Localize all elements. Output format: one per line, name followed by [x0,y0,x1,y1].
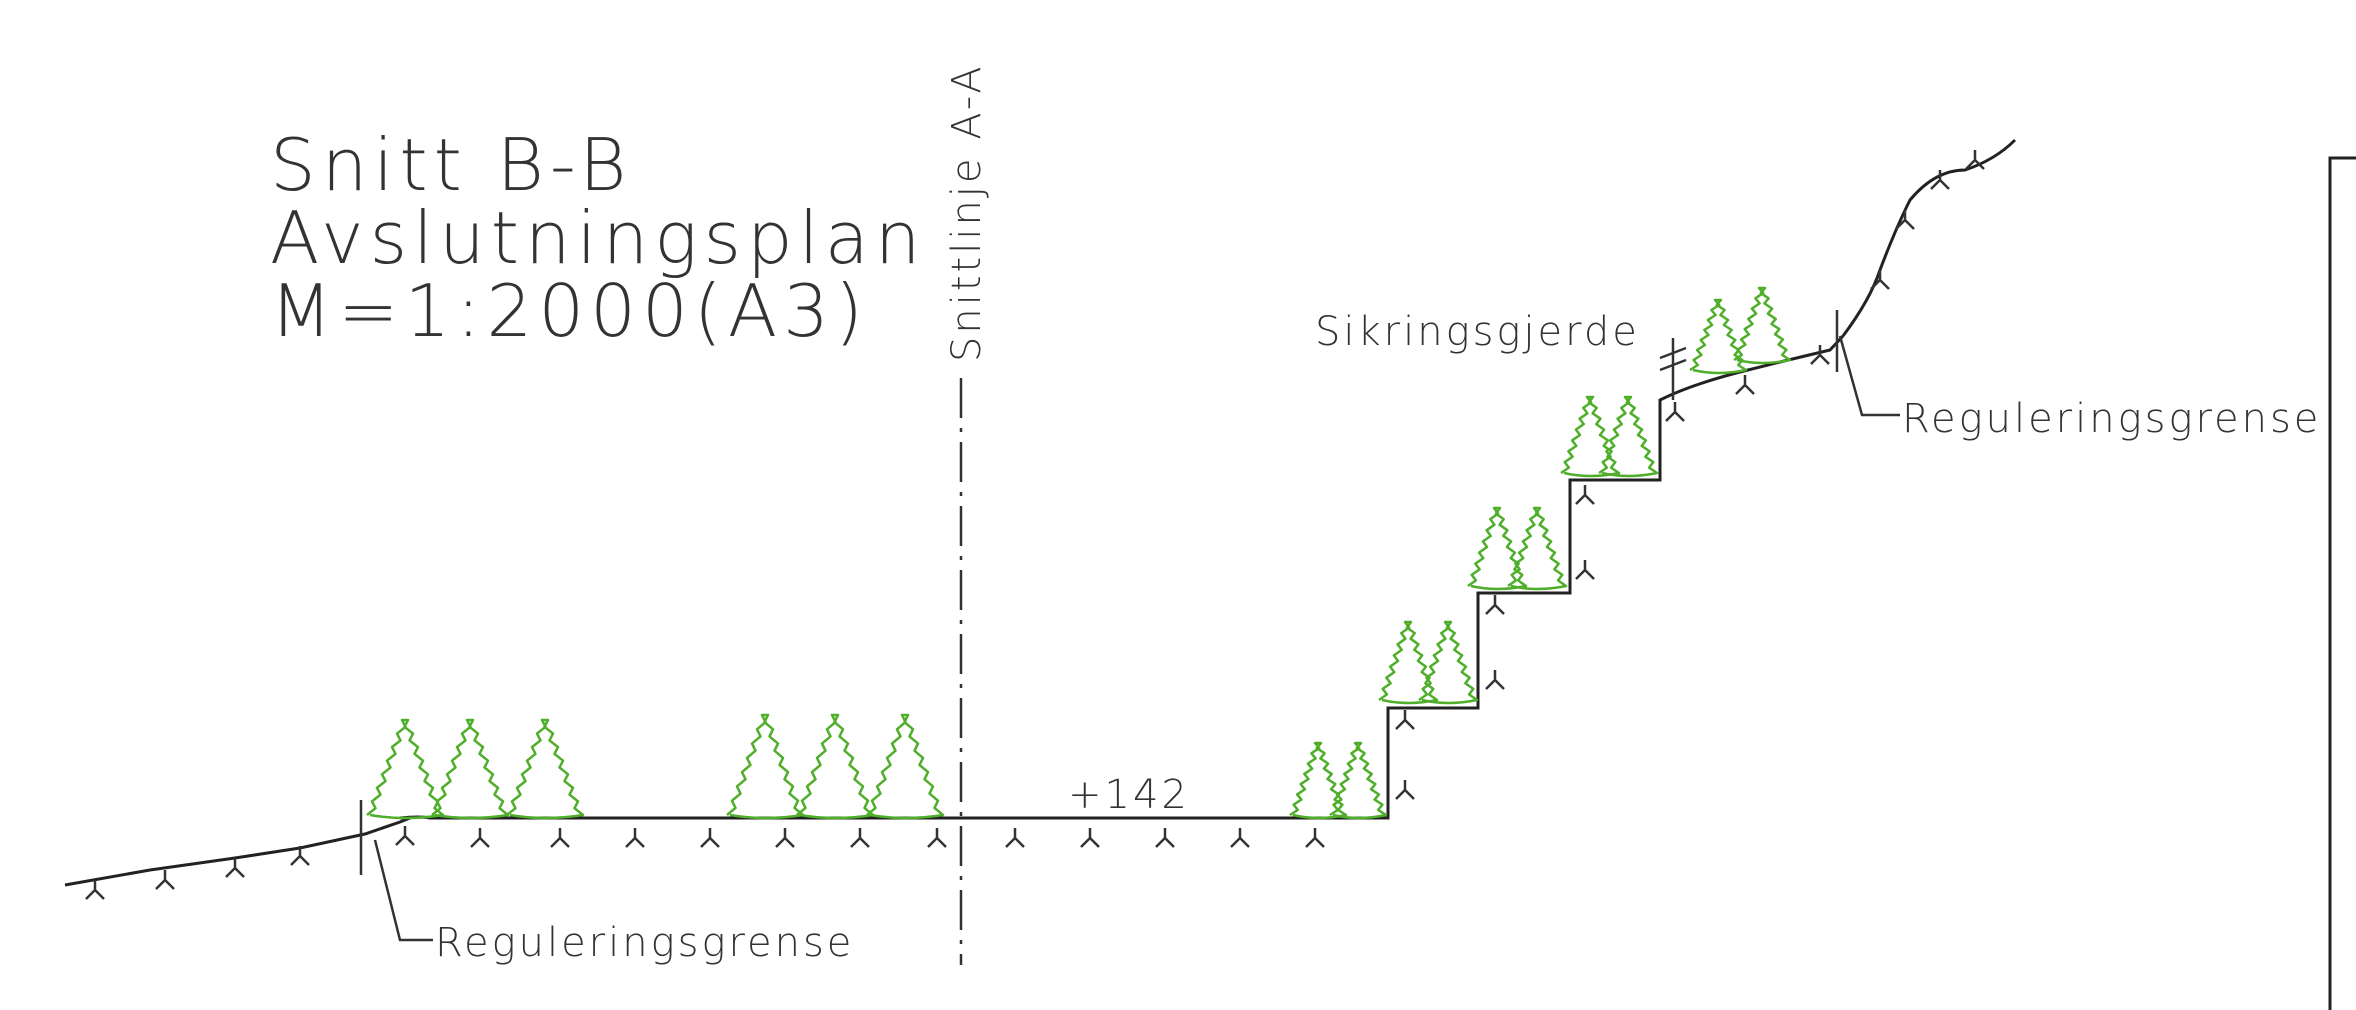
grass-tick-icon [927,828,947,848]
tree-icon [1507,506,1568,591]
grass-tick-icon [1870,270,1890,290]
title-line-2: Avslutningsplan [270,196,926,280]
grass-tick-icon [1155,828,1175,848]
grass-tick-icon [1305,828,1325,848]
grass-tick-icon [1575,560,1595,580]
grass-tick-icon [1080,828,1100,848]
tree-icon [796,713,875,820]
grass-tick-icon [1485,595,1505,615]
grass-tick-icon [700,828,720,848]
boundary-left: Reguleringsgrense [359,800,854,966]
elevation-label: +142 [1068,772,1190,818]
grass-tick-icon [1005,828,1025,848]
tree-icon [1733,286,1792,365]
fence-label: Sikringsgjerde [1315,309,1640,355]
boundary-right: Reguleringsgrense [1835,310,2321,442]
boundary-label-right: Reguleringsgrense [1902,396,2321,442]
grass-tick-icon [1395,710,1415,730]
tree-icon [866,713,945,820]
tree-icon [1598,395,1659,478]
grass-tick-icon [550,828,570,848]
tree-icon [1329,741,1388,820]
tree-icon [1467,506,1528,591]
tree-icon [726,713,805,820]
grass-tick-icon [225,858,245,878]
grass-tick-icon [625,828,645,848]
grass-tick-icon [1895,210,1915,230]
tree-icon [431,718,510,820]
grass-tick-icon [470,828,490,848]
grass-tick-icon [1230,828,1250,848]
grass-tick-icon [1930,170,1950,190]
grass-tick-icon [85,880,105,900]
grass-tick-icon [290,846,310,866]
fence-hash-1 [1659,346,1687,360]
vegetation-trees [366,286,1792,820]
boundary-leader-right [1838,335,1900,417]
drawing-title: Snitt B-B Avslutningsplan M=1:2000(A3) [270,123,926,353]
fence-hash-2 [1659,358,1687,372]
grass-tick-icon [1810,345,1830,365]
grass-tick-icon [395,826,415,846]
section-line-label: Snittlinje A-A [944,63,990,362]
boundary-label-left: Reguleringsgrense [435,920,854,966]
grass-tick-icon [775,828,795,848]
grass-tick-icon [1485,670,1505,690]
safety-fence: Sikringsgjerde [1315,309,1687,400]
sheet-frame [2328,156,2356,1010]
tree-icon [1689,298,1748,375]
final-level-and-benches [399,334,1845,820]
grass-tick-icon [1395,780,1415,800]
title-line-1: Snitt B-B [270,123,632,207]
grass-tick-icon [1965,150,1985,170]
grass-tick-icon [155,870,175,890]
tree-icon [1560,395,1621,478]
section-line-a-a: Snittlinje A-A [944,63,990,965]
vegetation-grass [85,150,1985,900]
title-line-3: M=1:2000(A3) [270,269,869,353]
tree-icon [366,718,445,820]
boundary-leader-left [373,839,433,942]
grass-tick-icon [1735,375,1755,395]
tree-icon [506,718,585,820]
grass-tick-icon [1665,402,1685,422]
tree-icon [1289,741,1348,820]
natural-slope-right [1841,138,2017,337]
grass-tick-icon [850,828,870,848]
tree-icon [1418,620,1479,705]
natural-slope-left [64,816,411,887]
tree-icon [1378,620,1439,705]
grass-tick-icon [1575,485,1595,505]
